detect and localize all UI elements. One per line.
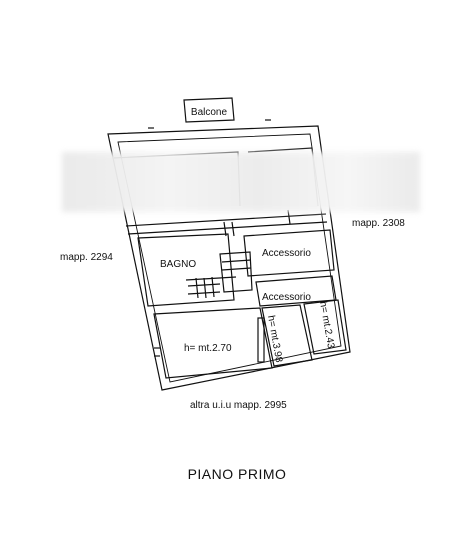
room-accessorio-upper-label: Accessorio bbox=[262, 248, 311, 259]
neighbor-left-label: mapp. 2294 bbox=[60, 252, 113, 263]
main-room-height-label: h= mt.2.70 bbox=[184, 343, 232, 354]
room-accessorio-lower-label: Accessorio bbox=[262, 292, 311, 303]
side-room-height-label: h= mt.2.43 bbox=[317, 301, 336, 350]
plan-walls bbox=[107, 97, 351, 391]
floor-title: PIANO PRIMO bbox=[187, 466, 287, 482]
room-bagno-label: BAGNO bbox=[160, 259, 196, 270]
redacted-area bbox=[62, 152, 420, 212]
neighbor-right-label: mapp. 2308 bbox=[352, 218, 405, 229]
neighbor-bottom-label: altra u.i.u mapp. 2995 bbox=[190, 400, 287, 411]
balcony-label: Balcone bbox=[191, 107, 228, 118]
